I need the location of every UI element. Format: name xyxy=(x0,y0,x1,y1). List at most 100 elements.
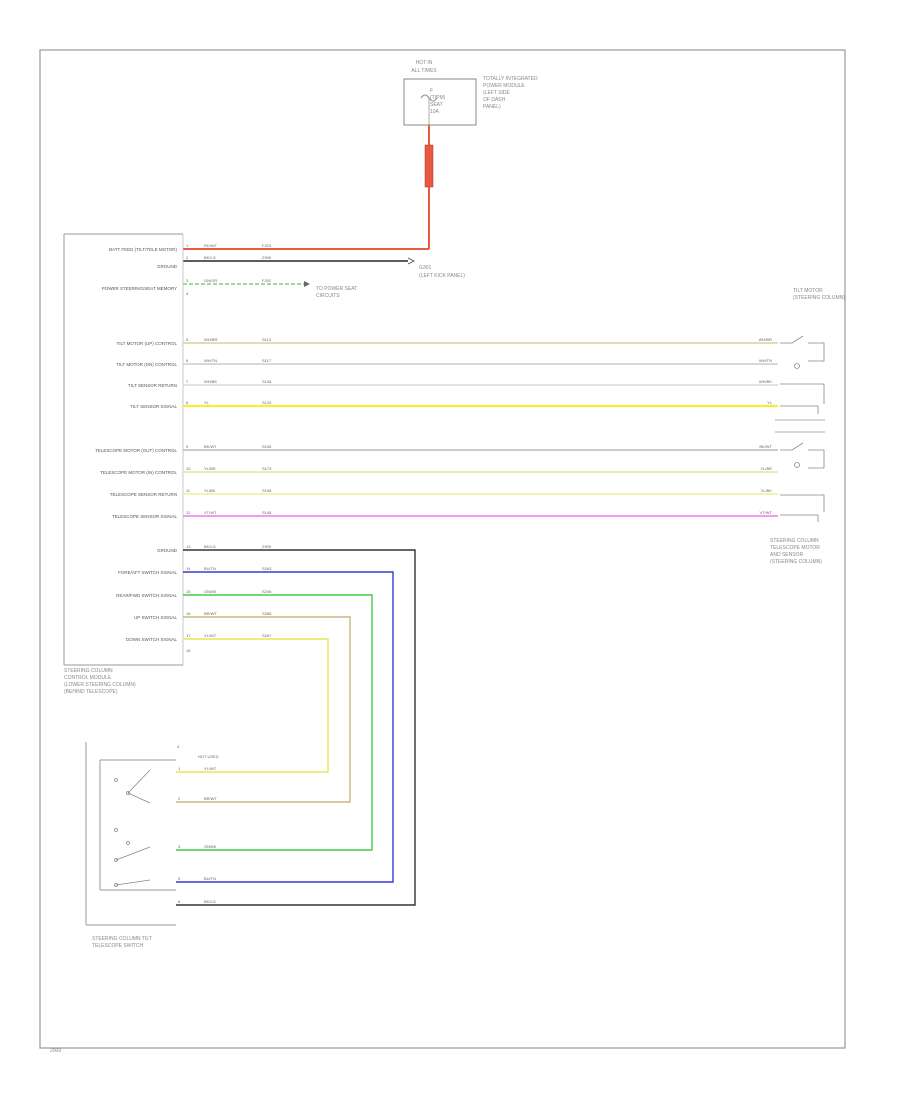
ground-label-line-1: G301 xyxy=(419,265,431,271)
upper-input-circuit-3: F202 xyxy=(262,278,272,283)
switch-wire-pin-5: 17 xyxy=(186,633,191,638)
telescope-wire-color-4: VT/WT xyxy=(204,510,217,515)
tilt-motor-label-1: TILT MOTOR xyxy=(793,288,823,294)
switch-end-pin-5: 1 xyxy=(178,766,181,771)
fuse-label-line-1: F xyxy=(430,88,433,94)
power-module-desc-2: POWER MODULE xyxy=(483,83,525,89)
switch-wire-label-5: DOWN SWITCH SIGNAL xyxy=(126,637,177,642)
module-label-line-4: (BEHIND TELESCOPE) xyxy=(64,689,118,695)
switch-pin-4-label: NOT USED xyxy=(198,754,219,759)
switch-wire-pin-4: 16 xyxy=(186,611,191,616)
telescope-motor-label-2: TELESCOPE MOTOR xyxy=(770,545,820,551)
switch-wire-color-5: YL/WT xyxy=(204,633,217,638)
fuse-label-line-2: (TIPM) xyxy=(430,95,446,101)
telescope-wire-label-2: TELESCOPE MOTOR (IN) CONTROL xyxy=(100,470,177,475)
module-label-line-1: STEERING COLUMN xyxy=(64,668,113,674)
telescope-wire-pin-1: 9 xyxy=(186,444,189,449)
telescope-wire-end-label-4: VT/WT xyxy=(760,510,773,515)
switch-wire-label-4: UP SWITCH SIGNAL xyxy=(134,615,177,620)
upper-input-label-1: BATT FEED (TILT/TELE MOTOR) xyxy=(109,247,177,252)
telescope-wire-end-label-3: YL/BK xyxy=(761,488,773,493)
telescope-wire-end-label-1: BK/WT xyxy=(759,444,772,449)
switch-pin-4: 4 xyxy=(177,744,180,749)
switch-wire-4 xyxy=(176,616,351,803)
tilt-wire-label-1: TILT MOTOR (UP) CONTROL xyxy=(116,341,177,346)
switch-label-line-2: TELESCOPE SWITCH xyxy=(92,943,144,949)
tilt-wire-color-1: WH/BR xyxy=(204,337,217,342)
tilt-motor-label-2: (STEERING COLUMN) xyxy=(793,295,845,301)
power-feed-wire xyxy=(183,125,434,250)
upper-input-pin-2: 2 xyxy=(186,255,189,260)
tilt-wire-end-label-3: WH/BK xyxy=(759,379,772,384)
fuse-label-line-4: 10A xyxy=(430,109,440,115)
module-label-line-2: CONTROL MODULE xyxy=(64,675,112,681)
switch-end-color-2: BU/TN xyxy=(204,876,216,881)
switch-end-pin-4: 2 xyxy=(178,796,181,801)
switch-end-pin-2: 5 xyxy=(178,876,181,881)
switch-wire-circuit-1: Z909 xyxy=(262,544,272,549)
switch-end-pin-1: 6 xyxy=(178,899,181,904)
tilt-wire-circuit-3: S108 xyxy=(262,379,272,384)
switch-wire-circuit-2: S263 xyxy=(262,566,272,571)
power-module-desc-1: TOTALLY INTEGRATED xyxy=(483,76,538,82)
telescope-wire-circuit-4: S148 xyxy=(262,510,272,515)
switch-end-pin-3: 3 xyxy=(178,844,181,849)
telescope-motor-label-4: (STEERING COLUMN) xyxy=(770,559,822,565)
switch-wire-color-3: GN/BK xyxy=(204,589,217,594)
switch-wire-pin-3: 15 xyxy=(186,589,191,594)
switch-wire-color-2: BU/TN xyxy=(204,566,216,571)
telescope-wire-pin-4: 12 xyxy=(186,510,191,515)
tilt-wire-end-label-4: YL xyxy=(767,400,773,405)
switch-wire-label-1: GROUND xyxy=(157,548,178,553)
telescope-wire-label-4: TELESCOPE SENSOR SIGNAL xyxy=(112,514,178,519)
tilt-wire-end-label-1: WH/BR xyxy=(759,337,772,342)
tilt-wire-color-2: WH/TN xyxy=(204,358,217,363)
switch-wire-pin-1: 13 xyxy=(186,544,191,549)
telescope-motor-label-3: AND SENSOR xyxy=(770,552,803,558)
switch-wire-3 xyxy=(176,594,373,851)
tilt-wire-pin-1: 5 xyxy=(186,337,189,342)
upper-input-pin-4: 4 xyxy=(186,291,189,296)
upper-input-color-2: BK/LG xyxy=(204,255,216,260)
power-module-name-line-2: ALL TIMES xyxy=(411,68,437,74)
power-module-desc-4: OF DASH xyxy=(483,97,506,103)
switch-label-line-1: STEERING COLUMN TILT xyxy=(92,936,152,942)
other-systems-label-line-2: CIRCUITS xyxy=(316,293,340,299)
upper-input-label-2: GROUND xyxy=(157,264,178,269)
control-module-outline: STEERING COLUMN CONTROL MODULE (LOWER ST… xyxy=(63,233,184,695)
tilt-wire-color-4: YL xyxy=(204,400,210,405)
telescope-wire-color-3: YL/BK xyxy=(204,488,216,493)
module-label-line-3: (LOWER STEERING COLUMN) xyxy=(64,682,136,688)
upper-input-circuit-1: F423 xyxy=(262,243,272,248)
telescope-wire-circuit-2: S173 xyxy=(262,466,272,471)
telescope-wire-pin-3: 11 xyxy=(186,488,191,493)
tilt-wire-circuit-4: S120 xyxy=(262,400,272,405)
ground-label-line-2: (LEFT KICK PANEL) xyxy=(419,273,465,279)
switch-wire-circuit-5: S267 xyxy=(262,633,272,638)
power-module-desc-5: PANEL) xyxy=(483,104,501,110)
tilt-motor-component: TILT MOTOR (STEERING COLUMN) xyxy=(775,288,845,433)
power-module-name-line-1: HOT IN xyxy=(416,60,433,66)
power-module: HOT IN ALL TIMES F (TIPM) SEAT 10A TOTAL… xyxy=(403,60,538,126)
telescope-wire-color-1: BK/WT xyxy=(204,444,217,449)
ground-wire: G301 (LEFT KICK PANEL) xyxy=(183,257,465,279)
tilt-wire-circuit-1: S113 xyxy=(262,337,272,342)
fuse-label-line-3: SEAT xyxy=(430,102,443,108)
tilt-wire-label-2: TILT MOTOR (DN) CONTROL xyxy=(116,362,177,367)
switch-end-color-1: BK/LG xyxy=(204,899,216,904)
power-module-desc-3: (LEFT SIDE xyxy=(483,90,511,96)
telescope-wire-label-3: TELESCOPE SENSOR RETURN xyxy=(110,492,177,497)
switch-end-color-3: GN/BK xyxy=(204,844,217,849)
tilt-wire-circuit-2: S117 xyxy=(262,358,272,363)
upper-input-label-3: POWER STEERING/SEAT MEMORY xyxy=(102,286,177,291)
switch-wire-label-2: FORE/AFT SWITCH SIGNAL xyxy=(118,570,177,575)
tilt-motor-wires: TILT MOTOR (UP) CONTROL 5 WH/BR S113 WH/BR TI… xyxy=(116,337,778,409)
footer-code: 2009 xyxy=(50,1048,61,1054)
power-seat-wire: TO POWER SEAT CIRCUITS xyxy=(183,281,357,299)
tilt-motor-switch-symbol xyxy=(780,335,825,362)
tilt-sensor-symbol xyxy=(780,383,825,414)
telescope-sensor-symbol xyxy=(780,494,825,522)
upper-input-color-1: RD/WT xyxy=(204,243,218,248)
